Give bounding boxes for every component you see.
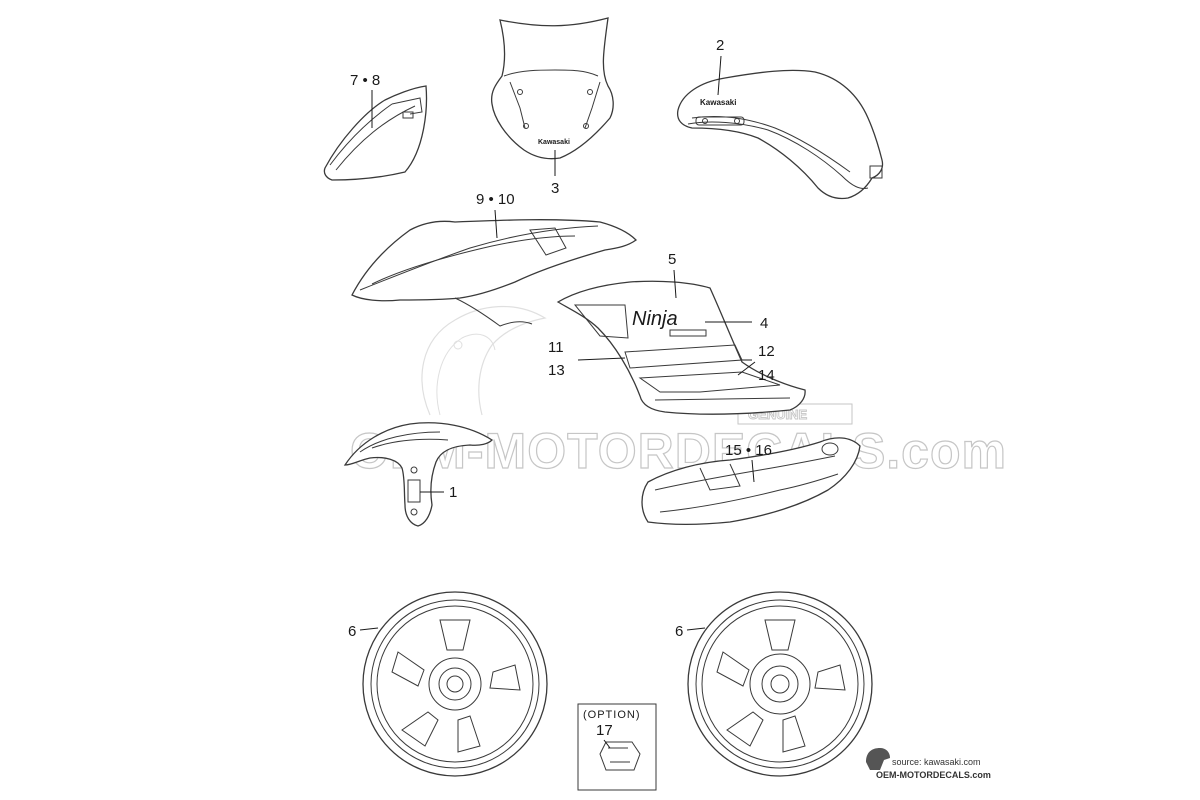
callout-7-8: 7 • 8 <box>350 72 380 89</box>
windscreen-logo-text: Kawasaki <box>538 139 570 146</box>
option-label: (OPTION) <box>583 709 641 721</box>
callout-2: 2 <box>716 37 724 54</box>
part-side-tail-cover: Ninja <box>556 280 806 415</box>
part-wheel-left <box>362 591 548 777</box>
watermark-swan-icon <box>421 306 547 416</box>
callout-14: 14 <box>758 367 775 384</box>
callout-3: 3 <box>551 180 559 197</box>
callout-13: 13 <box>548 362 565 379</box>
credit-site: OEM-MOTORDECALS.com <box>876 770 991 780</box>
part-wheel-right <box>687 591 873 777</box>
callout-6-left: 6 <box>348 623 356 640</box>
part-windscreen: Kawasaki <box>490 17 614 160</box>
part-upper-side-fairing <box>351 219 637 327</box>
side-logo-text: Ninja <box>632 308 678 330</box>
callout-6-right: 6 <box>675 623 683 640</box>
part-belly-pan <box>641 437 861 525</box>
tank-logo-text: Kawasaki <box>700 98 736 107</box>
callout-4: 4 <box>760 315 768 332</box>
callout-1: 1 <box>449 484 457 501</box>
callout-12: 12 <box>758 343 775 360</box>
option-box: (OPTION) <box>577 703 657 791</box>
credit-source: source: kawasaki.com <box>892 757 981 767</box>
credit: source: kawasaki.com OEM-MOTORDECALS.com <box>866 748 991 780</box>
part-front-side-cowl <box>323 85 428 181</box>
callout-11: 11 <box>548 339 564 356</box>
part-front-fender <box>343 422 494 527</box>
part-fuel-tank-cover: Kawasaki <box>676 69 884 200</box>
motorcycle-helmet-icon <box>866 748 890 770</box>
callout-9-10: 9 • 10 <box>476 191 515 208</box>
callout-5: 5 <box>668 251 676 268</box>
callout-15-16: 15 • 16 <box>725 442 772 459</box>
callout-17: 17 <box>596 722 613 739</box>
